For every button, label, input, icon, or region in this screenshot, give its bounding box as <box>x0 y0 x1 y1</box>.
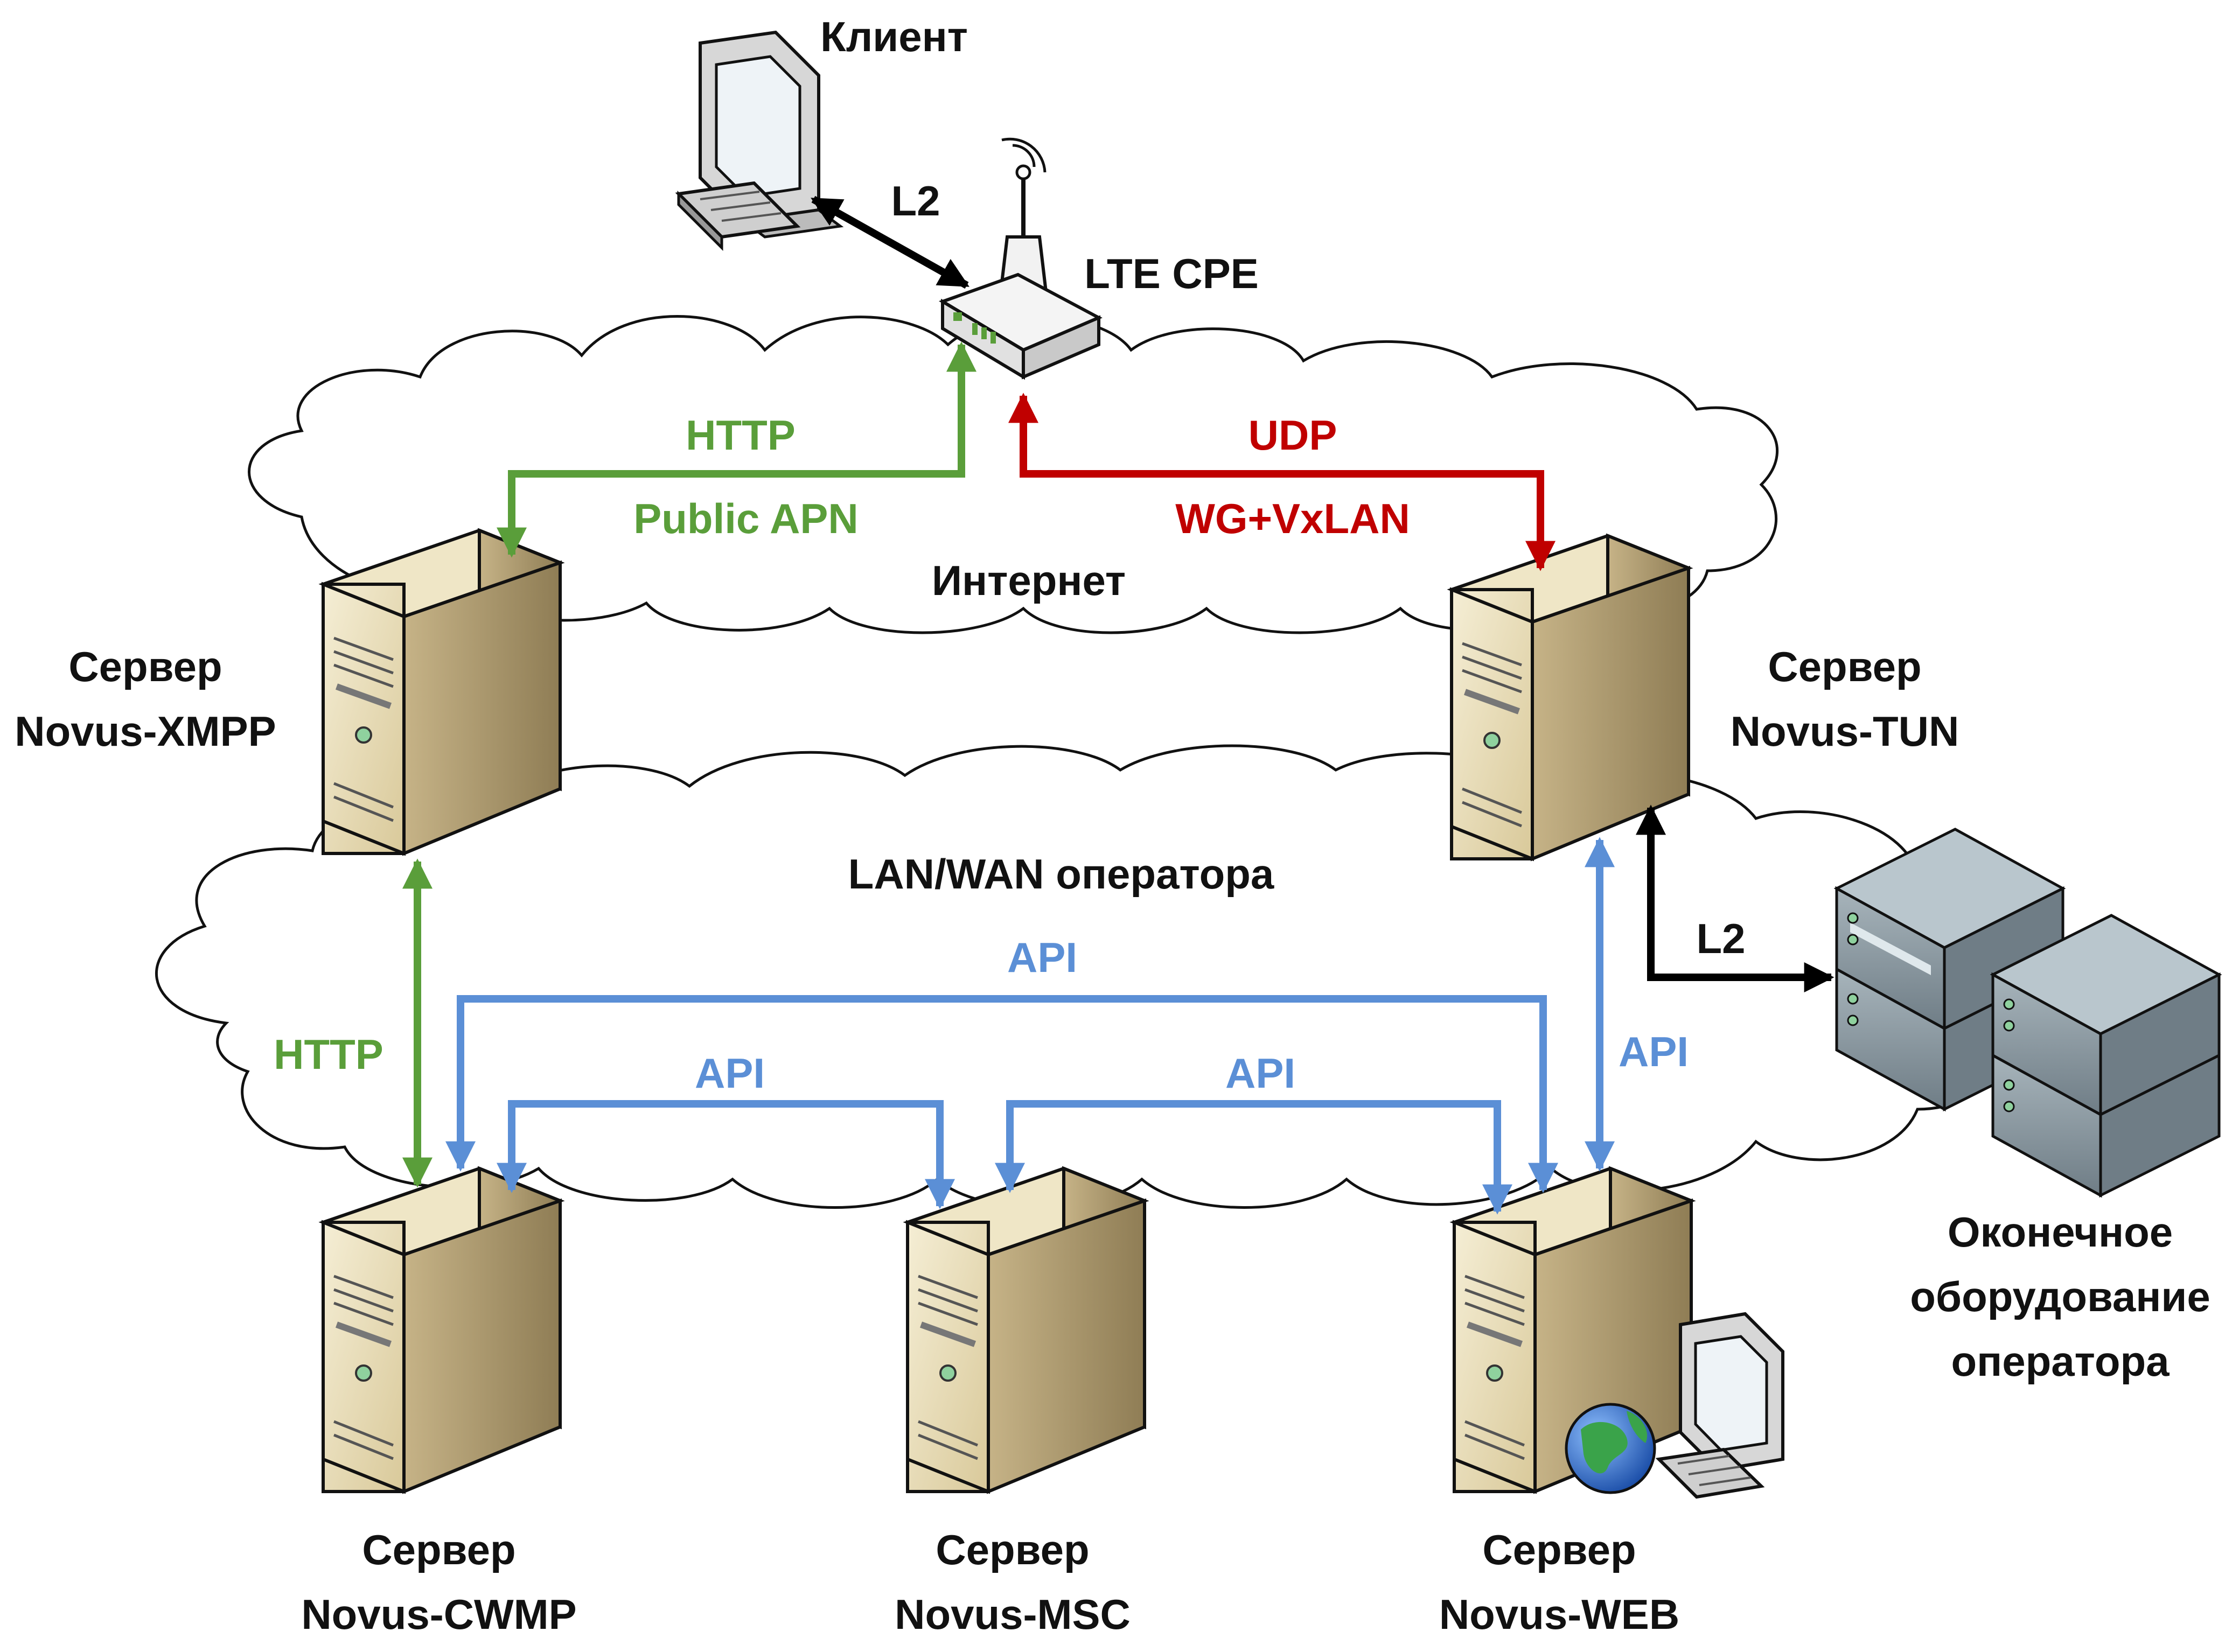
xmpp-server-name: Novus-XMPP <box>15 708 276 755</box>
public-apn-label: Public APN <box>633 495 859 542</box>
client-label: Клиент <box>820 13 968 60</box>
desktop-computer-icon <box>675 30 844 251</box>
cwmp-server-name: Novus-CWMP <box>301 1591 576 1638</box>
api-cwmp-web-link <box>445 995 1558 1193</box>
server-xmpp-icon <box>323 530 560 853</box>
api-right-label: API <box>1225 1049 1295 1097</box>
api-left-label: API <box>695 1049 765 1097</box>
msc-server-word: Сервер <box>936 1526 1089 1573</box>
http-top-label: HTTP <box>686 411 796 459</box>
rack-server-icon <box>1833 828 2222 1198</box>
lte-router-icon <box>939 137 1103 380</box>
oper-label-1: Оконечное <box>1948 1208 2173 1256</box>
l2-client-label: L2 <box>891 177 940 225</box>
tun-server-word: Сервер <box>1768 643 1921 690</box>
udp-label: UDP <box>1248 411 1337 459</box>
api-top-label: API <box>1007 934 1077 981</box>
http-left-label: HTTP <box>274 1031 383 1078</box>
wg-vxlan-label: WG+VxLAN <box>1175 495 1410 542</box>
l2-oper-label: L2 <box>1696 915 1745 962</box>
oper-label-3: оператора <box>1951 1338 2170 1385</box>
web-monitor-icon <box>1655 1312 1784 1499</box>
api-cwmp-msc-link <box>497 1100 955 1209</box>
udp-tunnel-link <box>1008 393 1556 571</box>
l2-client-link <box>811 195 969 289</box>
globe-icon <box>1565 1403 1656 1494</box>
http-apn-link <box>497 341 977 558</box>
msc-server-name: Novus-MSC <box>895 1591 1131 1638</box>
internet-label: Интернет <box>932 557 1126 604</box>
cwmp-server-word: Сервер <box>362 1526 515 1573</box>
xmpp-server-word: Сервер <box>68 643 222 690</box>
lte-cpe-label: LTE CPE <box>1084 250 1259 297</box>
api-msc-web-link <box>995 1100 1512 1215</box>
oper-label-2: оборудование <box>1910 1273 2210 1320</box>
server-msc-icon <box>908 1168 1145 1492</box>
web-server-word: Сервер <box>1482 1526 1636 1573</box>
l2-oper-link <box>1636 804 1835 992</box>
tun-server-name: Novus-TUN <box>1731 708 1959 755</box>
web-server-name: Novus-WEB <box>1439 1591 1679 1638</box>
lan-wan-label: LAN/WAN оператора <box>848 850 1274 898</box>
api-vertical-label: API <box>1619 1028 1689 1075</box>
server-cwmp-icon <box>323 1168 560 1492</box>
